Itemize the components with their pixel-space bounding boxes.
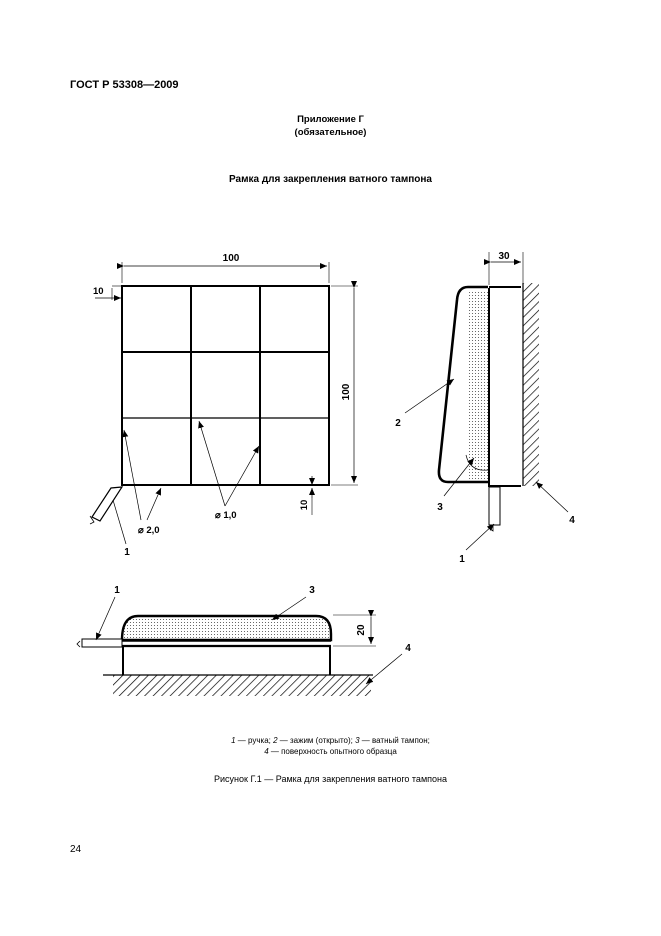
legend-line-2: 4 — поверхность опытного образца xyxy=(0,746,661,757)
side-cotton-pad xyxy=(468,291,488,483)
legend-num-4: 4 xyxy=(264,747,269,756)
annex-title: Приложение Г xyxy=(297,114,364,125)
legend-line-1: 1 — ручка; 2 — зажим (открыто); 3 — ватн… xyxy=(0,735,661,746)
legend-num-3: 3 xyxy=(355,736,360,745)
offset-top-label: 10 xyxy=(93,286,104,297)
side-label-1: 1 xyxy=(459,554,465,565)
bottom-label-3: 3 xyxy=(309,585,315,596)
front-label-1: 1 xyxy=(124,547,130,558)
bottom-view: 20 1 3 4 xyxy=(76,585,411,696)
front-handle xyxy=(91,486,124,522)
width-dimension-label: 100 xyxy=(223,253,240,264)
annex-status: (обязательное) xyxy=(294,127,367,138)
bottom-specimen-surface xyxy=(113,675,371,696)
legend-num-1: 1 xyxy=(231,736,236,745)
offset-bottom-label: 10 xyxy=(299,500,310,511)
annex-heading: Приложение Г (обязательное) xyxy=(0,113,661,139)
side-handle xyxy=(488,486,501,526)
front-view: 100 100 10 10 1 ⌀ 2,0 ⌀ 1,0 xyxy=(89,253,358,558)
bottom-label-1: 1 xyxy=(114,585,120,596)
bottom-label-4: 4 xyxy=(405,643,411,654)
side-label-4: 4 xyxy=(569,515,575,526)
side-label-2: 2 xyxy=(395,418,401,429)
bottom-height-label: 20 xyxy=(356,624,367,636)
legend-text-1: — ручка; xyxy=(235,736,274,745)
depth-dimension-label: 30 xyxy=(498,251,510,262)
bottom-cotton-pad xyxy=(120,614,333,642)
page-number: 24 xyxy=(70,844,82,855)
front-outer-frame xyxy=(121,285,330,486)
legend-text-2: — зажим (открыто); xyxy=(277,736,356,745)
document-id: ГОСТ Р 53308—2009 xyxy=(70,79,179,91)
figure-legend: 1 — ручка; 2 — зажим (открыто); 3 — ватн… xyxy=(0,735,661,757)
side-label-3: 3 xyxy=(437,502,443,513)
diameter-2-label: ⌀ 2,0 xyxy=(138,525,160,536)
bottom-handle xyxy=(81,638,123,648)
height-dimension-label: 100 xyxy=(341,383,352,400)
side-specimen-surface xyxy=(523,283,539,486)
figure-caption: Рисунок Г.1 — Рамка для закрепления ватн… xyxy=(214,774,447,784)
legend-text-4: — поверхность опытного образца xyxy=(268,747,397,756)
diameter-1-label: ⌀ 1,0 xyxy=(215,510,237,521)
legend-text-3: — ватный тампон; xyxy=(359,736,430,745)
section-title: Рамка для закрепления ватного тампона xyxy=(228,174,432,185)
side-view: 30 2 3 4 1 xyxy=(395,251,575,565)
legend-num-2: 2 xyxy=(273,736,278,745)
